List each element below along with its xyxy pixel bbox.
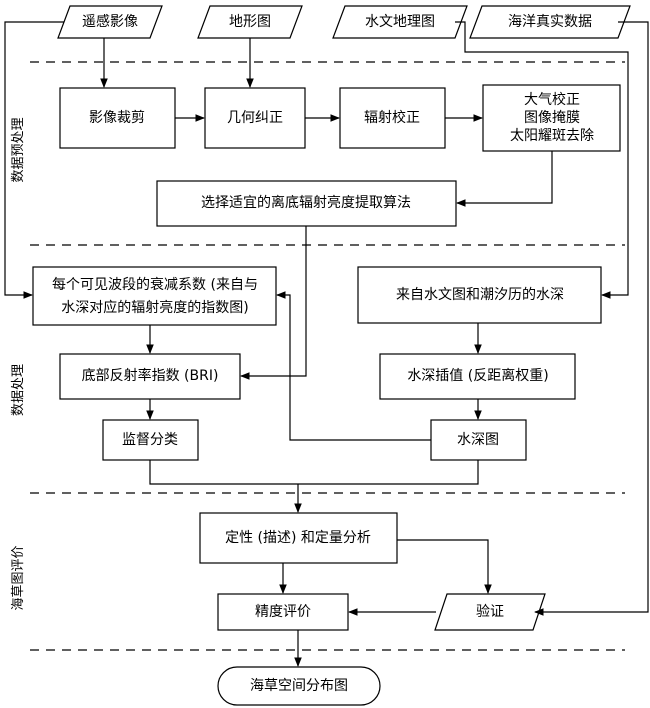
arrow-remote-to-attenuation xyxy=(4,21,64,299)
box-attenuation-coefficient xyxy=(32,266,277,326)
box-depth-source xyxy=(357,266,602,324)
box-image-crop-label: 影像裁剪 xyxy=(89,110,145,126)
box-qualitative-quantitative-label: 定性 (描述) 和定量分析 xyxy=(225,530,371,546)
input-hydrographic-map-label: 水文地理图 xyxy=(365,14,435,30)
arrow-atmospheric-to-algorithm xyxy=(456,151,553,207)
box-geometric-correction-label: 几何纠正 xyxy=(227,110,283,126)
box-accuracy-assessment-label: 精度评价 xyxy=(255,604,311,620)
box-depth-map-label: 水深图 xyxy=(457,432,499,448)
input-topographic-map-label: 地形图 xyxy=(229,14,271,30)
section-label-preprocessing: 数据预处理 xyxy=(11,117,26,182)
box-depth-source-label: 来自水文图和潮汐历的水深 xyxy=(396,287,564,303)
input-remote-sensing-label: 遥感影像 xyxy=(82,13,138,30)
box-supervised-classification-label: 监督分类 xyxy=(122,432,178,448)
box-radiometric-correction-label: 辐射校正 xyxy=(364,109,420,126)
box-select-algorithm-label: 选择适宜的离底辐射亮度提取算法 xyxy=(201,194,411,211)
input-ocean-truth xyxy=(469,5,631,39)
input-topographic-map xyxy=(197,5,303,39)
box-atmospheric-correction xyxy=(482,84,621,152)
line-classification-merge xyxy=(149,460,298,485)
box-bri-label: 底部反射率指数 (BRI) xyxy=(82,367,219,384)
box-qualitative-quantitative xyxy=(199,512,398,564)
output-seagrass-map-label: 海草空间分布图 xyxy=(250,678,348,694)
arrow-hydro-to-depth-source xyxy=(455,21,629,299)
box-supervised-classification xyxy=(102,419,199,461)
arrow-ocean-truth-to-validation xyxy=(534,21,649,616)
box-depth-interpolation-label: 水深插值 (反距离权重) xyxy=(407,367,548,384)
box-validation-label: 验证 xyxy=(476,604,504,620)
box-validation xyxy=(434,593,546,631)
box-depth-map xyxy=(430,419,527,461)
arrow-depth-map-to-attenuation xyxy=(276,291,431,441)
box-image-crop xyxy=(59,87,176,149)
arrow-algorithm-to-bri xyxy=(240,226,307,380)
box-atmospheric-line1: 大气校正 xyxy=(524,91,580,108)
box-radiometric-correction xyxy=(339,87,446,149)
box-depth-interpolation xyxy=(379,353,576,400)
input-remote-sensing xyxy=(57,5,163,39)
box-geometric-correction xyxy=(204,87,306,149)
line-depth-map-merge xyxy=(298,460,479,485)
section-label-processing: 数据处理 xyxy=(11,364,26,416)
box-attenuation-line2: 水深对应的辐射亮度的指数图) xyxy=(61,299,248,316)
output-seagrass-map xyxy=(217,666,381,706)
section-label-evaluation: 海草图评价 xyxy=(11,545,26,610)
arrow-analysis-to-validation xyxy=(397,539,492,594)
box-attenuation-line1: 每个可见波段的衰减系数 (来自与 xyxy=(52,276,258,293)
box-atmospheric-line3: 太阳耀斑去除 xyxy=(510,128,594,144)
box-accuracy-assessment xyxy=(217,593,349,631)
box-bri xyxy=(59,353,241,400)
input-ocean-truth-label: 海洋真实数据 xyxy=(508,14,592,30)
box-atmospheric-line2: 图像掩膜 xyxy=(524,110,580,126)
input-hydrographic-map xyxy=(332,5,468,39)
